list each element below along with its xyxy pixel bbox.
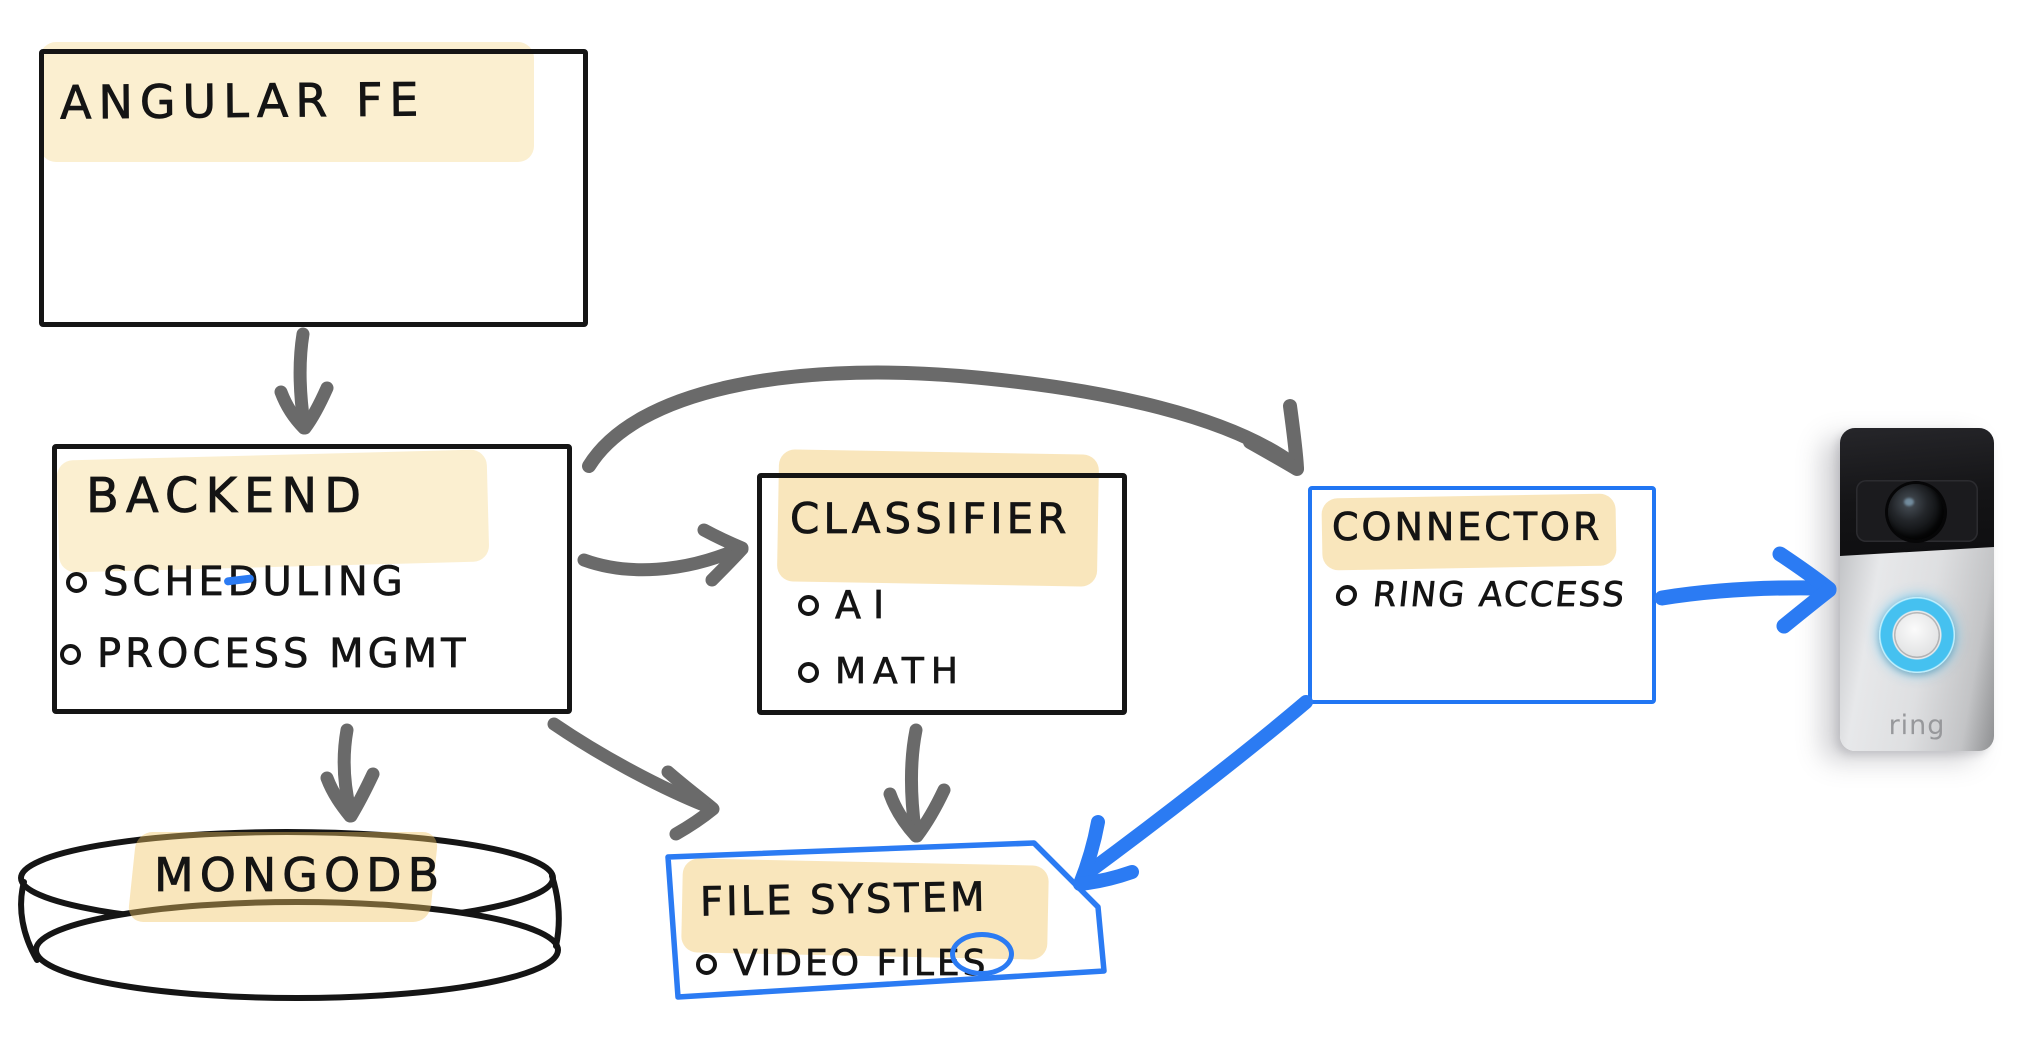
angular-fe-title: ANGULAR FE [59,72,426,130]
edge-backend-to-classifier [577,523,749,587]
doorbell-button [1894,612,1940,658]
backend-title: BACKEND [86,468,369,524]
doorbell-brand-label: ring [1888,710,1946,741]
ring-doorbell-image: ring [1840,428,1994,751]
backend-item-process-mgmt-label: PROCESS MGMT [97,631,470,677]
bullet-icon [798,661,819,683]
classifier-item-ai-label: AI [835,583,897,627]
classifier-item-math-label: MATH [835,651,965,692]
node-connector [1308,486,1656,704]
bullet-icon [66,571,87,593]
connector-item-ring-access-label: RING ACCESS [1370,575,1629,616]
backend-item-process-mgmt: PROCESS MGMT [60,634,470,674]
doorbell-camera-lens-icon [1888,484,1944,540]
bullet-icon [60,643,81,665]
backend-item-scheduling-label: SCHEDULING [103,559,407,605]
classifier-item-ai: AI [798,586,896,624]
node-backend [52,444,572,714]
mongodb-cylinder [18,829,562,1001]
blue-oval-annotation [950,932,1014,976]
file-system-title: FILE SYSTEM [699,874,988,926]
edge-classifier-to-file-system [883,723,951,843]
file-system-item-video-files-label: VIDEO FILES [733,943,989,984]
file-system-item-video-files: VIDEO FILES [696,943,989,984]
node-classifier [757,473,1127,715]
connector-title: CONNECTOR [1332,505,1603,549]
highlight-classifier [776,449,1100,587]
backend-item-scheduling: SCHEDULING [66,562,407,602]
highlight-backend [56,449,490,573]
classifier-item-math: MATH [798,651,965,692]
edge-connector-to-ring-device [1654,546,1837,634]
mongodb-title: MONGODB [154,848,446,902]
bullet-icon [798,594,819,616]
file-system-shape [665,840,1107,1000]
edge-angular-fe-to-backend [274,327,334,435]
bullet-icon [696,953,717,975]
bullet-icon [1334,584,1359,606]
edge-backend-to-file-system [547,717,720,841]
connector-item-ring-access: RING ACCESS [1334,575,1629,616]
edge-backend-to-mongodb [320,723,380,823]
highlight-file-system [681,858,1049,960]
blue-tick-annotation [223,574,255,586]
classifier-title: CLASSIFIER [790,494,1071,543]
highlight-connector [1321,493,1617,571]
edge-backend-to-connector-arc [582,365,1304,476]
edge-connector-to-file-system [1073,695,1313,891]
highlight-angular-fe [40,42,534,162]
node-angular-fe [39,49,588,327]
highlight-mongodb [127,832,439,922]
doorbell-button-glow-ring [1879,597,1955,673]
